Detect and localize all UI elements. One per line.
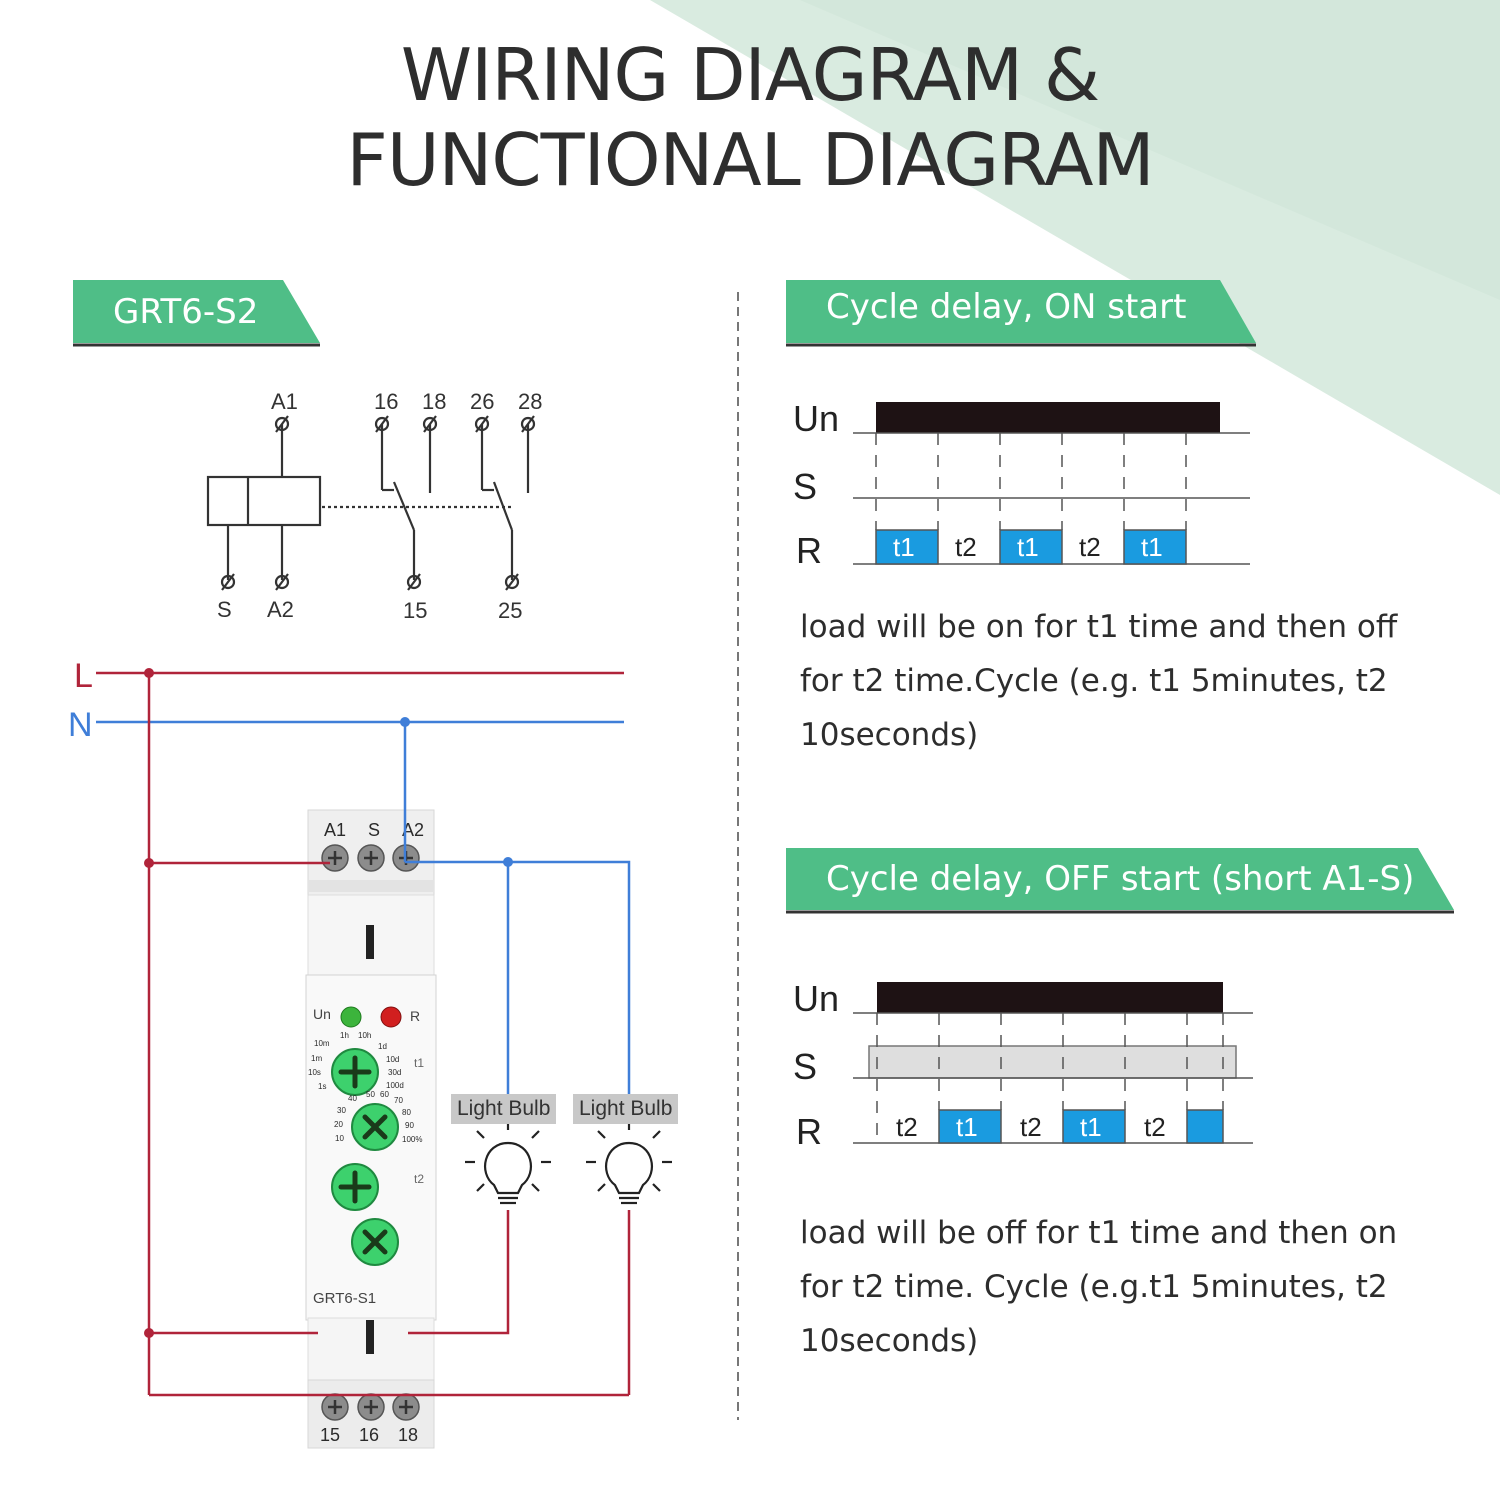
bulb-label-2: Light Bulb	[573, 1094, 679, 1124]
device-label-18: 18	[397, 1425, 418, 1445]
dial2-label-80: 80	[402, 1108, 411, 1117]
dial2-label-20: 20	[334, 1120, 343, 1129]
d2-seg-1: t2	[896, 1112, 918, 1142]
device-label-15: 15	[320, 1425, 341, 1445]
schematic-terminal-s: S	[217, 597, 232, 622]
dial1-label-100d: 100d	[386, 1081, 404, 1090]
d2-signal-r: R	[796, 1111, 822, 1152]
d1-signal-r: R	[796, 530, 822, 571]
dial1-label-10d: 10d	[386, 1055, 400, 1064]
device-led-un-label: Un	[313, 1006, 331, 1022]
dial2-label-100: 100%	[402, 1135, 423, 1144]
banner-model: GRT6-S2	[113, 292, 259, 332]
d2-seg-5: t2	[1144, 1112, 1166, 1142]
dial2-label-50: 50	[366, 1090, 375, 1099]
d2-signal-s: S	[793, 1046, 818, 1087]
bulb-icon-1	[500, 1140, 501, 1141]
page-title-line1: WIRING DIAGRAM &	[400, 33, 1100, 117]
line-n-label: N	[68, 706, 93, 744]
schematic-terminal-28: 28	[518, 389, 543, 414]
d1-seg-5: t1	[1141, 532, 1163, 562]
dial1-label-1s: 1s	[318, 1082, 327, 1091]
bulb-label-1: Light Bulb	[451, 1094, 557, 1124]
d1-signal-s: S	[793, 466, 818, 507]
dial2-label-30: 30	[337, 1106, 346, 1115]
device-model-label: GRT6-S1	[313, 1290, 377, 1307]
dial1-label-1d: 1d	[378, 1042, 387, 1051]
dial1-label-1h: 1h	[340, 1031, 349, 1040]
d2-seg-4: t1	[1080, 1112, 1102, 1142]
d1-description: load will be on for t1 time and then off…	[800, 609, 1398, 753]
bulb-icon-2	[620, 1140, 621, 1141]
d1-signal-un: Un	[793, 398, 840, 439]
schematic-terminal-a1: A1	[271, 389, 298, 414]
schematic-terminal-16: 16	[374, 389, 399, 414]
dial1-label-1m: 1m	[311, 1054, 323, 1063]
d2-seg-3: t2	[1020, 1112, 1042, 1142]
device-bottom-terminal-labels: 15 16 18	[320, 1425, 418, 1446]
d1-seg-1: t1	[893, 532, 915, 562]
page-title-line2: FUNCTIONAL DIAGRAM	[346, 118, 1154, 202]
dial1-label-10s: 10s	[308, 1068, 321, 1077]
dial2-label-70: 70	[394, 1096, 403, 1105]
dial1-label-30d: 30d	[388, 1068, 402, 1077]
dial1-label-10h: 10h	[358, 1031, 372, 1040]
d1-seg-3: t1	[1017, 532, 1039, 562]
device-led-r-label: R	[410, 1008, 421, 1024]
banner-on-start: Cycle delay, ON start	[826, 287, 1187, 327]
schematic-terminal-15: 15	[403, 598, 428, 623]
dial2-label-10: 10	[335, 1134, 344, 1143]
schematic-terminal-25: 25	[498, 598, 523, 623]
d1-seg-2: t2	[955, 532, 977, 562]
dial2-label-60: 60	[380, 1090, 389, 1099]
device-top-terminal-labels: A1 S A2	[324, 820, 424, 841]
d2-seg-2: t1	[956, 1112, 978, 1142]
schematic-terminal-18: 18	[422, 389, 447, 414]
line-l-label: L	[74, 657, 93, 695]
d2-signal-un: Un	[793, 978, 840, 1019]
dial2-label-40: 40	[348, 1094, 357, 1103]
schematic-terminal-a2: A2	[267, 597, 294, 622]
device-t2-label: t2	[414, 1172, 425, 1186]
device-label-s: S	[367, 820, 380, 840]
d2-description: load will be off for t1 time and then on…	[800, 1215, 1398, 1359]
device-label-a1: A1	[324, 820, 347, 840]
device-label-a2: A2	[401, 820, 424, 840]
device-t1-label: t1	[414, 1056, 425, 1070]
device-label-16: 16	[358, 1425, 380, 1445]
dial2-label-90: 90	[405, 1121, 414, 1130]
banner-off-start: Cycle delay, OFF start (short A1-S)	[826, 859, 1415, 899]
schematic-terminal-26: 26	[470, 389, 495, 414]
d1-seg-4: t2	[1079, 532, 1101, 562]
dial1-label-10m: 10m	[314, 1039, 330, 1048]
